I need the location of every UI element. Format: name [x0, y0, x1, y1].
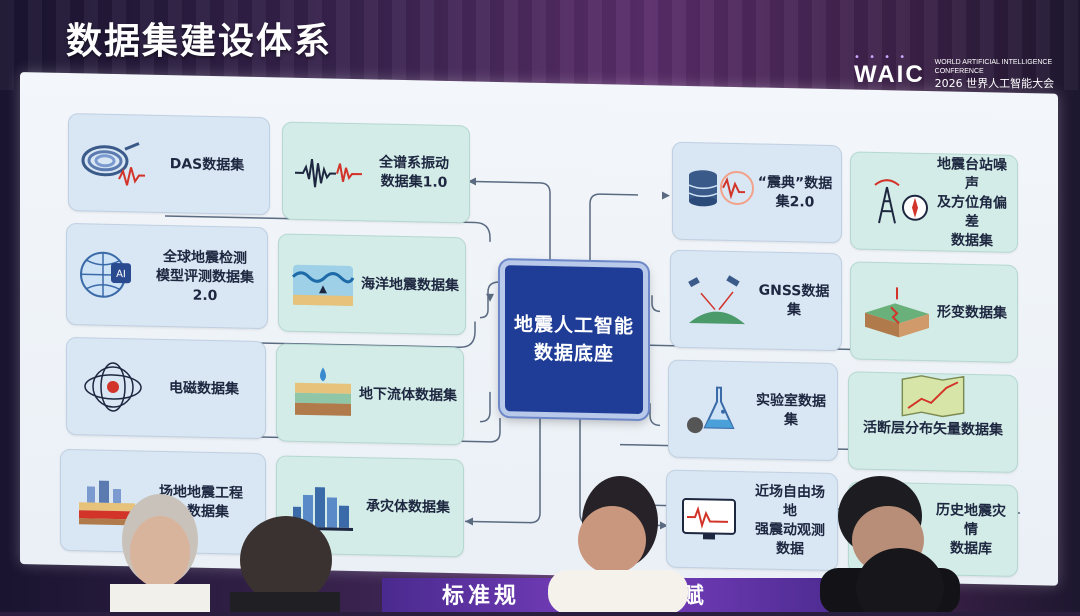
satellite-icon — [688, 275, 745, 325]
card-spectrum-line2: 数据集1.0 — [380, 173, 448, 191]
card-deform-label: 形变数据集 — [937, 303, 1007, 322]
waic-logo: WAIC — [854, 60, 925, 88]
svg-text:AI: AI — [116, 269, 126, 280]
card-gnss: GNSS数据集 — [670, 249, 842, 352]
center-line2: 数据底座 — [533, 341, 614, 366]
globe-ai-icon: AI — [80, 251, 131, 298]
card-zhendian: “震典”数据集2.0 — [672, 141, 842, 244]
card-das-label: DAS数据集 — [169, 155, 245, 174]
bottom-banner: 标准规 章 智能赋 — [382, 578, 852, 612]
projection-screen: DAS数据集 全谱系振动 数据集1.0 AI 全球地震检测 模型评测数据集2.0 — [20, 72, 1058, 586]
card-das: DAS数据集 — [68, 113, 270, 216]
monitor-wave-icon — [682, 497, 736, 540]
ocean-wave-icon — [291, 264, 355, 306]
waic-dots-icon: • • • • — [854, 52, 909, 63]
card-fluid: 地下流体数据集 — [276, 343, 464, 446]
waic-subtitle: WORLD ARTIFICIAL INTELLIGENCE CONFERENCE… — [935, 58, 1055, 91]
card-near-label: 近场自由场地 强震动观测数据 — [749, 482, 837, 560]
card-global-line1: 全球地震检测 — [163, 248, 247, 267]
card-em: 电磁数据集 — [66, 336, 266, 440]
card-station-line3: 数据集 — [951, 232, 993, 249]
banner-right-a: 章 — [592, 584, 619, 609]
card-site-label: 场地地震工程 件数据集 — [143, 483, 265, 524]
seismic-wave-icon — [295, 158, 362, 188]
card-zhendian-label: “震典”数据集2.0 — [757, 174, 833, 211]
card-spectrum: 全谱系振动 数据集1.0 — [282, 121, 470, 224]
fault-block-icon — [865, 287, 929, 338]
card-ocean-label: 海洋地震数据集 — [361, 275, 459, 294]
database-wave-icon — [688, 170, 754, 207]
banner-right-b: 智能赋 — [629, 584, 708, 609]
card-global: AI 全球地震检测 模型评测数据集2.0 — [66, 222, 268, 330]
card-near-line2: 强震动观测数据 — [755, 521, 825, 558]
page-title: 数据集建设体系 — [66, 21, 333, 62]
city-buildings-icon — [291, 487, 353, 531]
groundwater-layers-icon — [295, 367, 351, 416]
waic-line1: WORLD ARTIFICIAL INTELLIGENCE — [934, 59, 1053, 66]
card-spectrum-line1: 全谱系振动 — [379, 154, 449, 172]
card-site-line1: 场地地震工程 — [159, 483, 243, 502]
magnetic-field-icon — [84, 362, 142, 412]
card-gnss-label: GNSS数据集 — [758, 282, 830, 319]
card-history: 历史地震灾情 数据库 — [848, 481, 1018, 577]
card-fluid-label: 地下流体数据集 — [359, 385, 457, 404]
waic-line3: 2026 世界人工智能大会 — [934, 77, 1055, 90]
scroll-icon — [865, 505, 919, 551]
card-ocean: 海洋地震数据集 — [278, 233, 466, 336]
card-station: 地震台站噪声 及方位角偏差 数据集 — [850, 151, 1018, 253]
card-em-label: 电磁数据集 — [169, 379, 239, 398]
card-bearer-label: 承灾体数据集 — [366, 497, 450, 516]
station-compass-icon — [874, 179, 928, 224]
card-history-label: 历史地震灾情 数据库 — [931, 501, 1017, 560]
lab-flask-icon — [687, 386, 735, 434]
banner-left: 标准规 — [442, 584, 521, 609]
card-lab-label: 实验室数据集 — [756, 392, 826, 429]
waic-logo-block: • • • • WAIC WORLD ARTIFICIAL INTELLIGEN… — [854, 52, 1055, 91]
card-near-line1: 近场自由场地 — [755, 483, 825, 520]
card-history-line1: 历史地震灾情 — [936, 501, 1006, 538]
card-station-line1: 地震台站噪声 — [937, 155, 1007, 192]
card-lab: 实验室数据集 — [668, 359, 838, 462]
card-fault: 活断层分布矢量数据集 — [848, 371, 1018, 473]
card-station-line2: 及方位角偏差 — [937, 193, 1007, 230]
site-engineering-icon — [79, 480, 135, 526]
fault-map-icon — [901, 375, 965, 418]
center-core-node: 地震人工智能 数据底座 — [500, 260, 648, 420]
card-near: 近场自由场地 强震动观测数据 — [666, 469, 838, 572]
card-station-label: 地震台站噪声 及方位角偏差 数据集 — [933, 155, 1017, 252]
card-history-line2: 数据库 — [950, 539, 992, 557]
card-global-line2: 模型评测数据集2.0 — [156, 267, 254, 304]
card-site-line2: 件数据集 — [173, 503, 229, 521]
card-fault-label: 活断层分布矢量数据集 — [863, 419, 1003, 439]
cable-coil-icon — [81, 142, 145, 186]
card-deform: 形变数据集 — [850, 261, 1018, 363]
waic-line2: CONFERENCE — [934, 68, 984, 75]
card-site: 场地地震工程 件数据集 — [60, 448, 266, 556]
card-spectrum-label: 全谱系振动 数据集1.0 — [365, 153, 469, 193]
center-line1: 地震人工智能 — [513, 313, 634, 338]
card-bearer: 承灾体数据集 — [276, 455, 464, 558]
card-global-label: 全球地震检测 模型评测数据集2.0 — [149, 247, 267, 306]
